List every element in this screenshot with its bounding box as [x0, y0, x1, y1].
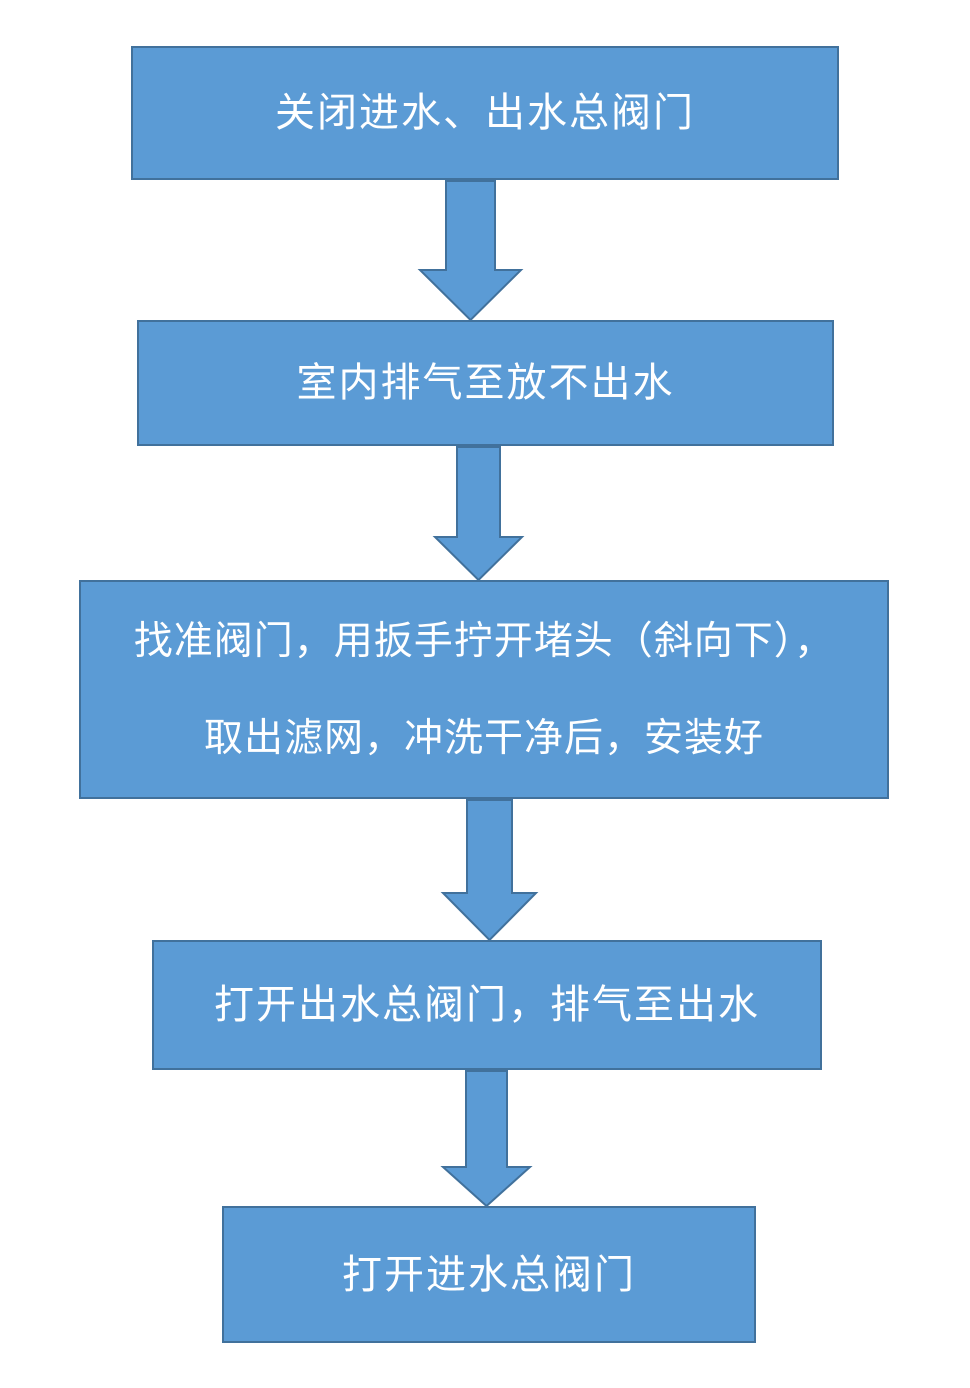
arrow-down-icon [417, 180, 524, 322]
step-1-close-main-valves: 关闭进水、出水总阀门 [131, 46, 839, 180]
step-3-text-line-2: 取出滤网，冲洗干净后，安装好 [203, 715, 764, 761]
step-1-text: 关闭进水、出水总阀门 [275, 90, 695, 136]
step-3-clean-filter: 找准阀门，用扳手拧开堵头（斜向下）， 取出滤网，冲洗干净后，安装好 [79, 580, 889, 799]
step-5-text: 打开进水总阀门 [342, 1251, 636, 1298]
step-3-text-line-1: 找准阀门，用扳手拧开堵头（斜向下）， [133, 618, 835, 664]
step-4-text: 打开出水总阀门，排气至出水 [214, 982, 760, 1028]
arrow-down-icon [440, 1070, 533, 1208]
arrow-down-icon [432, 446, 525, 582]
step-4-open-outlet-valve: 打开出水总阀门，排气至出水 [152, 940, 822, 1070]
step-2-text: 室内排气至放不出水 [296, 360, 675, 406]
step-5-open-inlet-valve: 打开进水总阀门 [222, 1206, 756, 1343]
arrow-down-icon [440, 799, 539, 942]
step-2-drain-air: 室内排气至放不出水 [137, 320, 834, 446]
